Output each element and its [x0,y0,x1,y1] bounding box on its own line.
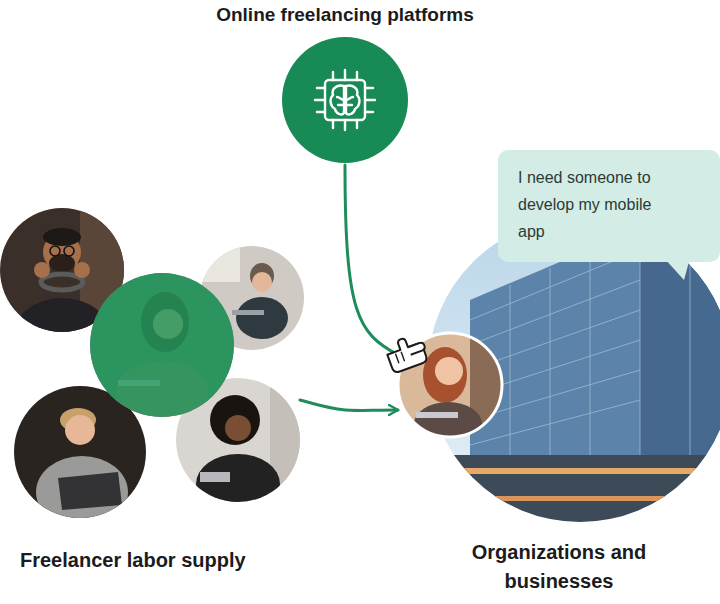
green-disc [282,37,408,163]
speech-bubble: I need someone to develop my mobile app [498,150,720,262]
organization-node: Organizations and businesses [398,215,720,604]
connector-curve [345,165,398,355]
bubble-text: I need someone to develop my mobile app [518,164,673,245]
client-ring [398,333,502,437]
platform-circle [282,37,408,163]
connector-curve [300,400,398,411]
brain-chip-icon [315,70,375,130]
group-label: Organizations and businesses [444,538,674,596]
client-photo [395,330,505,446]
group-label: Freelancer labor supply [20,546,246,574]
platform-node: Online freelancing platforms [170,0,520,165]
platform-heading: Online freelancing platforms [216,2,474,28]
highlighted-freelancer [85,270,240,423]
labor-supply-node: Freelancer labor supply [8,210,300,588]
hand-pointer [384,332,430,373]
